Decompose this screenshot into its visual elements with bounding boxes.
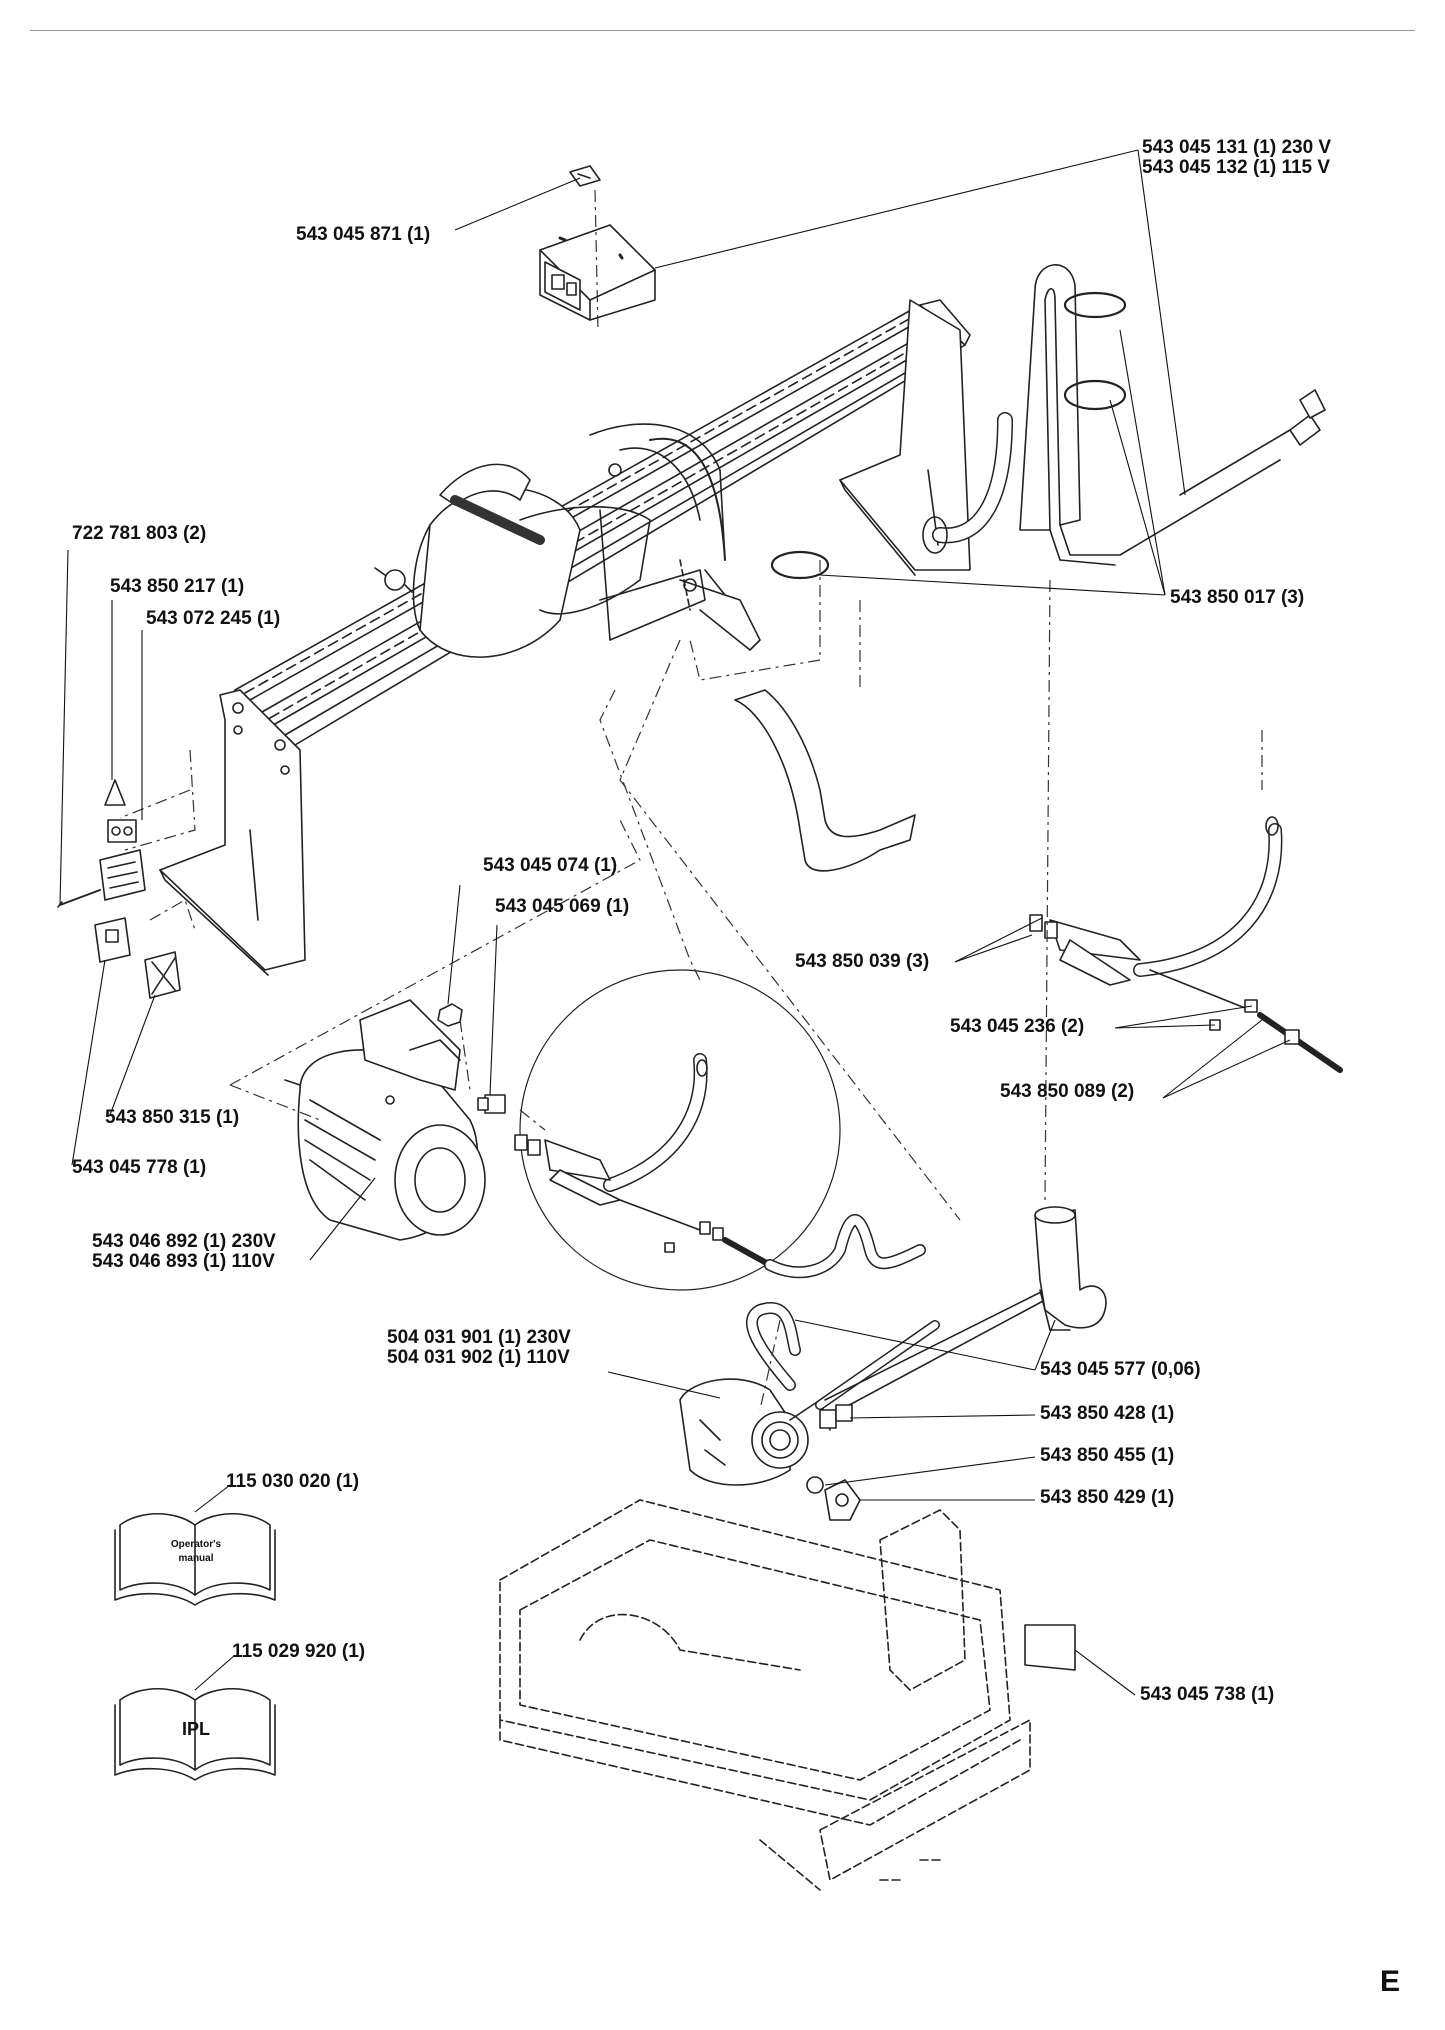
pump-hose [745,1289,1046,1429]
label-decal-2: 543 072 245 (1) [146,608,281,629]
hose-bracket [679,569,761,651]
label-power-switch-230v: 543 045 131 (1) 230 V [1142,137,1332,158]
label-motor-230v: 543 046 892 (1) 230V [92,1231,276,1252]
right-hose-valves [1029,816,1343,1073]
centre-tube [619,437,726,561]
elbow-pipe [1034,1206,1107,1331]
assembly-dashed-lines [119,189,1263,1411]
tray-label-plate [1024,1624,1076,1671]
rail-end-plate-left [159,689,306,976]
label-connector: 543 850 089 (2) [1000,1081,1135,1102]
cable-gland [437,1003,506,1114]
label-hose-clamp: 543 850 017 (3) [1170,587,1305,608]
pump [679,1378,831,1486]
curved-tube [734,689,916,872]
label-operators-manual: 115 030 020 (1) [226,1471,360,1492]
label-motor-110v: 543 046 893 (1) 110V [92,1251,275,1272]
detail-circle [514,969,926,1291]
label-cable-gland: 543 045 069 (1) [495,896,630,917]
motor [284,999,486,1241]
saw-head [374,423,726,658]
top-rule [30,30,1415,31]
label-pump-cap: 543 850 429 (1) [1040,1487,1175,1508]
water-pipe-assembly [922,264,1281,566]
switch-label-plate [569,165,601,187]
manual-title-line2: manual [178,1553,213,1564]
ipl-book [114,1687,276,1781]
rail-end-plate-right [839,299,971,576]
label-hose: 543 045 577 (0,06) [1040,1359,1201,1380]
ipl-book-title: IPL [182,1719,210,1739]
page-letter: E [1380,1965,1401,1998]
label-nozzle: 543 045 236 (2) [950,1016,1085,1037]
label-pump-fitting: 543 850 428 (1) [1040,1403,1175,1424]
label-warning-decal: 543 850 315 (1) [105,1107,240,1128]
label-switch-plate: 543 045 871 (1) [296,224,431,245]
label-pump-washer: 543 850 455 (1) [1040,1445,1175,1466]
operators-manual-book [114,1512,276,1606]
power-cord [1179,389,1326,496]
label-ce-decal: 543 045 778 (1) [72,1157,207,1178]
label-decal-1: 543 850 217 (1) [110,576,245,597]
label-valve: 543 850 039 (3) [795,951,930,972]
manual-title-line1: Operator's [171,1539,222,1550]
label-nut: 543 045 074 (1) [483,855,618,876]
switch-box [539,224,656,321]
decals [57,779,181,999]
label-power-switch-115v: 543 045 132 (1) 115 V [1142,157,1331,178]
book-texts: Operator's manual IPL [171,1539,222,1739]
rail-beam [234,299,971,761]
water-tray [499,1499,1031,1891]
leader-lines [59,149,1291,1696]
pump-fittings [806,1476,861,1521]
label-ipl: 115 029 920 (1) [232,1641,366,1662]
label-tray-plate: 543 045 738 (1) [1140,1684,1275,1705]
label-pump-110v: 504 031 902 (1) 110V [387,1347,570,1368]
label-screw: 722 781 803 (2) [72,523,207,544]
label-pump-230v: 504 031 901 (1) 230V [387,1327,571,1348]
hose-clamps [770,291,1127,580]
